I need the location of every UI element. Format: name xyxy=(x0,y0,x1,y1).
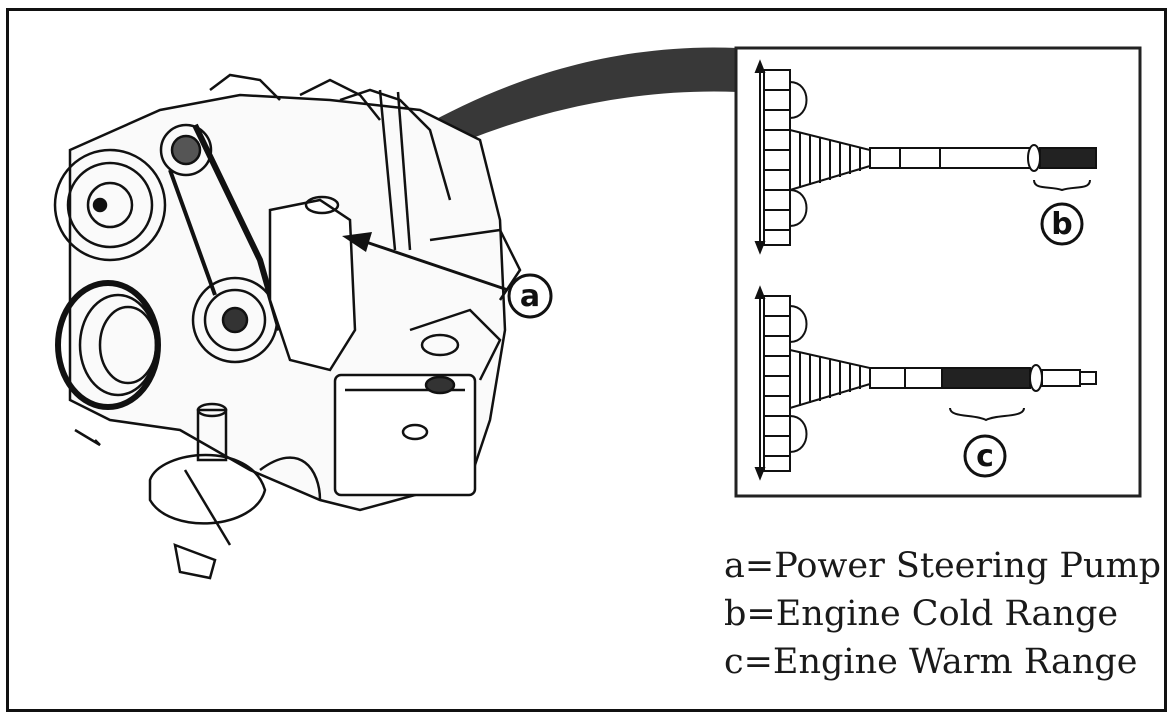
legend-item-c: c=Engine Warm Range xyxy=(724,642,1138,682)
leader-band xyxy=(338,47,738,196)
engine-illustration xyxy=(53,73,522,580)
callout-b: b xyxy=(1040,202,1084,246)
callout-a: a xyxy=(507,273,553,319)
dipstick-warm xyxy=(754,285,1097,481)
callout-c: c xyxy=(963,434,1007,478)
legend-item-b: b=Engine Cold Range xyxy=(724,594,1119,634)
callout-a-label: a xyxy=(520,279,540,314)
callout-b-label: b xyxy=(1051,207,1072,242)
pump-arrow xyxy=(342,232,509,292)
inset-box xyxy=(734,46,1142,498)
dipstick-cold xyxy=(754,59,1097,255)
callout-c-label: c xyxy=(976,439,994,474)
legend-item-a: a=Power Steering Pump xyxy=(724,546,1162,586)
legend: a=Power Steering Pump b=Engine Cold Rang… xyxy=(724,542,1164,686)
